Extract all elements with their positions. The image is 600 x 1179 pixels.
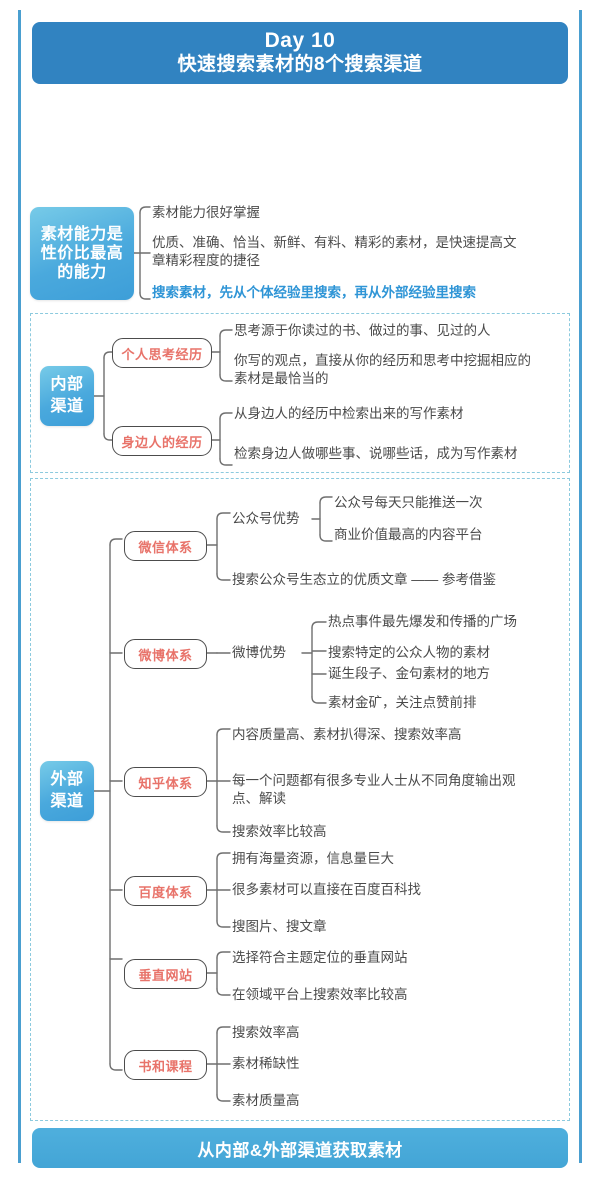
topic-vertical-website[interactable]: 垂直网站 <box>124 959 207 989</box>
node-external-channel[interactable]: 外部 渠道 <box>40 761 94 821</box>
topic-weibo-system[interactable]: 微博体系 <box>124 639 207 669</box>
core-leaf-0: 素材能力很好掌握 <box>152 205 260 220</box>
topic-people-around[interactable]: 身边人的经历 <box>112 426 212 456</box>
baidu-leaf-1: 很多素材可以直接在百度百科找 <box>232 882 421 897</box>
topic-wechat-system[interactable]: 微信体系 <box>124 531 207 561</box>
core-leaf-1: 优质、准确、恰当、新鲜、有料、精彩的素材，是快速提高文 章精彩程度的捷径 <box>152 235 517 268</box>
internal-0-leaf-1: 你写的观点，直接从你的经历和思考中挖掘相应的 素材是最恰当的 <box>234 353 531 386</box>
baidu-leaf-0: 拥有海量资源，信息量巨大 <box>232 851 394 866</box>
baidu-leaf-2: 搜图片、搜文章 <box>232 919 327 934</box>
internal-1-leaf-1: 检索身边人做哪些事、说哪些话，成为写作素材 <box>234 446 518 461</box>
external-section-box <box>30 478 570 1121</box>
topic-label: 身边人的经历 <box>121 434 203 450</box>
weibo-mid-leaf-0: 热点事件最先爆发和传播的广场 <box>328 614 517 629</box>
wechat-mid-leaf-0: 公众号每天只能推送一次 <box>334 495 483 510</box>
topic-baidu-system[interactable]: 百度体系 <box>124 876 207 906</box>
topic-books-courses[interactable]: 书和课程 <box>124 1050 207 1080</box>
node-core-ability[interactable]: 素材能力是 性价比最高 的能力 <box>30 207 134 300</box>
internal-1-leaf-0: 从身边人的经历中检索出来的写作素材 <box>234 406 464 421</box>
zhihu-leaf-0: 内容质量高、素材扒得深、搜索效率高 <box>232 727 462 742</box>
topic-label: 知乎体系 <box>138 775 193 791</box>
node-internal-label: 内部 渠道 <box>50 376 84 415</box>
node-external-label: 外部 渠道 <box>50 771 84 810</box>
weibo-mid-leaf-3: 素材金矿，关注点赞前排 <box>328 695 477 710</box>
title-subject: 快速搜索素材的8个搜索渠道 <box>177 54 423 75</box>
zhihu-leaf-2: 搜索效率比较高 <box>232 824 327 839</box>
topic-label: 微信体系 <box>138 539 193 555</box>
footer-label: 从内部&外部渠道获取素材 <box>197 1140 403 1160</box>
node-internal-channel[interactable]: 内部 渠道 <box>40 366 94 426</box>
title-day: Day 10 <box>264 29 336 52</box>
wechat-leaf-0: 搜索公众号生态立的优质文章 —— 参考借鉴 <box>232 572 497 587</box>
mindmap-footer-banner: 从内部&外部渠道获取素材 <box>32 1128 568 1168</box>
node-core-label: 素材能力是 性价比最高 的能力 <box>40 226 124 281</box>
topic-label: 垂直网站 <box>138 967 193 983</box>
weibo-mid-leaf-1: 搜索特定的公众人物的素材 <box>328 645 490 660</box>
vertical-leaf-1: 在领域平台上搜索效率比较高 <box>232 987 408 1002</box>
books-leaf-2: 素材质量高 <box>232 1093 300 1108</box>
topic-personal-thinking[interactable]: 个人思考经历 <box>112 338 212 368</box>
weibo-mid-advantage: 微博优势 <box>232 645 286 660</box>
page-frame <box>18 10 582 1163</box>
vertical-leaf-0: 选择符合主题定位的垂直网站 <box>232 950 408 965</box>
books-leaf-0: 搜索效率高 <box>232 1025 300 1040</box>
books-leaf-1: 素材稀缺性 <box>232 1056 300 1071</box>
topic-label: 书和课程 <box>138 1058 193 1074</box>
topic-label: 个人思考经历 <box>121 346 203 362</box>
topic-zhihu-system[interactable]: 知乎体系 <box>124 767 207 797</box>
internal-0-leaf-0: 思考源于你读过的书、做过的事、见过的人 <box>234 323 491 338</box>
core-leaf-2: 搜索素材，先从个体经验里搜索，再从外部经验里搜索 <box>152 285 476 300</box>
wechat-mid-leaf-1: 商业价值最高的内容平台 <box>334 527 483 542</box>
zhihu-leaf-1: 每一个问题都有很多专业人士从不同角度输出观 点、解读 <box>232 773 516 806</box>
weibo-mid-leaf-2: 诞生段子、金句素材的地方 <box>328 666 490 681</box>
wechat-mid-advantage: 公众号优势 <box>232 511 300 526</box>
topic-label: 百度体系 <box>138 884 193 900</box>
topic-label: 微博体系 <box>138 647 193 663</box>
internal-section-box <box>30 313 570 473</box>
mindmap-title-banner: Day 10 快速搜索素材的8个搜索渠道 <box>32 22 568 84</box>
